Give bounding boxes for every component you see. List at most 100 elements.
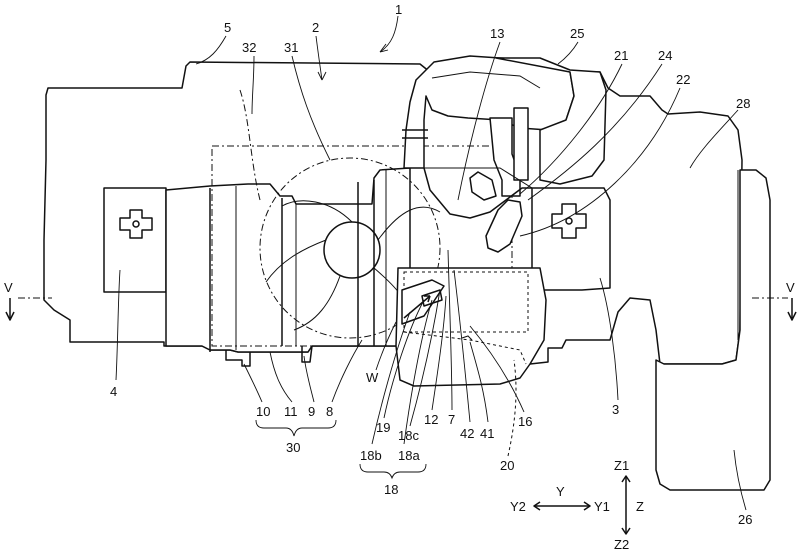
label-24: 24 [658,48,672,63]
bracket-13-inner [410,167,533,282]
clip-top [469,171,497,201]
axis-label-z1: Z1 [614,458,629,473]
section-label-left: V [4,280,13,295]
fan-blade-2 [377,206,441,241]
outline-box-32 [211,145,513,347]
axis-label-z2: Z2 [614,537,629,552]
label-16: 16 [518,414,532,429]
mount-3-cross [551,203,587,239]
label-41: 41 [480,426,494,441]
leader-32 [251,55,255,115]
label-25: 25 [570,26,584,41]
body-outline [43,61,743,365]
section-arrowhead-right [787,311,797,321]
leader-18b [371,311,411,445]
arrow-18b [403,295,431,319]
fan-circle [259,157,441,339]
leader-9 [303,355,315,403]
leader-19 [383,299,425,419]
foot-9 [301,345,313,363]
axis-z-head-top [621,475,631,483]
label-21: 21 [614,48,628,63]
label-11: 11 [284,404,298,419]
label-26: 26 [738,512,752,527]
axis-y-head-right [583,501,591,511]
label-3: 3 [612,402,619,417]
label-1: 1 [395,2,402,17]
hose-24 [513,107,529,181]
section-label-right: V [786,280,795,295]
axis-label-z: Z [636,499,644,514]
leader-8 [331,339,363,403]
label-12: 12 [424,412,438,427]
unit-26 [655,169,771,491]
leader-22 [519,87,681,237]
leader-20 [507,359,517,457]
pump-flange-20 [403,331,527,365]
label-30: 30 [286,440,300,455]
leader-7 [447,249,453,411]
label-28: 28 [736,96,750,111]
axis-label-y: Y [556,484,565,499]
axis-label-y1: Y1 [594,499,610,514]
arrowhead-2 [317,71,327,81]
leader-21 [519,63,623,195]
axis-label-y2: Y2 [510,499,526,514]
mount-4-cross [119,209,153,239]
leader-11 [269,351,293,403]
leader-28 [689,109,739,169]
leader-18c [409,289,441,427]
label-22: 22 [676,72,690,87]
label-8: 8 [326,404,333,419]
label-31: 31 [284,40,298,55]
leader-3 [599,277,619,401]
leader-4 [115,269,121,381]
label-10: 10 [256,404,270,419]
mount-3-hole [565,217,573,225]
leader-41 [469,341,489,423]
label-5: 5 [224,20,231,35]
label-18a: 18a [398,448,420,463]
label-13: 13 [490,26,504,41]
label-19: 19 [376,420,390,435]
label-42: 42 [460,426,474,441]
axis-y-head-left [533,501,541,511]
brace-18 [359,463,427,480]
fan-blade-5 [265,239,327,283]
label-18b: 18b [360,448,382,463]
label-18: 18 [384,482,398,497]
leader-5 [195,35,227,65]
shaft-19 [421,289,443,307]
outline-32-curve [239,89,261,201]
label-18c: 18c [398,428,419,443]
leader-31 [291,55,331,161]
fan-blade-4 [293,275,341,331]
leader-1 [379,15,399,53]
leader-10 [243,363,263,403]
fan-blade-1 [281,200,353,223]
clip-22 [485,199,523,253]
hose-21 [489,117,521,197]
section-arrowhead-left [5,311,15,321]
bracket-13 [423,167,532,219]
leader-W [375,321,397,371]
axis-z-head-bottom [621,527,631,535]
leader-25 [557,41,579,65]
foot-10 [225,350,251,367]
label-W: W [366,370,379,385]
label-9: 9 [308,404,315,419]
label-20: 20 [500,458,514,473]
label-4: 4 [110,384,117,399]
arrow-18b-head [424,295,431,303]
pipe-collar [402,129,428,139]
label-32: 32 [242,40,256,55]
pipe-25 [495,57,607,185]
leader-42 [453,269,471,423]
arrowhead-1 [379,43,389,53]
flow-arrow-41 [461,335,473,341]
leader-24 [527,63,663,201]
leader-16 [469,325,525,413]
mount-4-hole [132,220,140,228]
leader-13 [457,41,501,201]
